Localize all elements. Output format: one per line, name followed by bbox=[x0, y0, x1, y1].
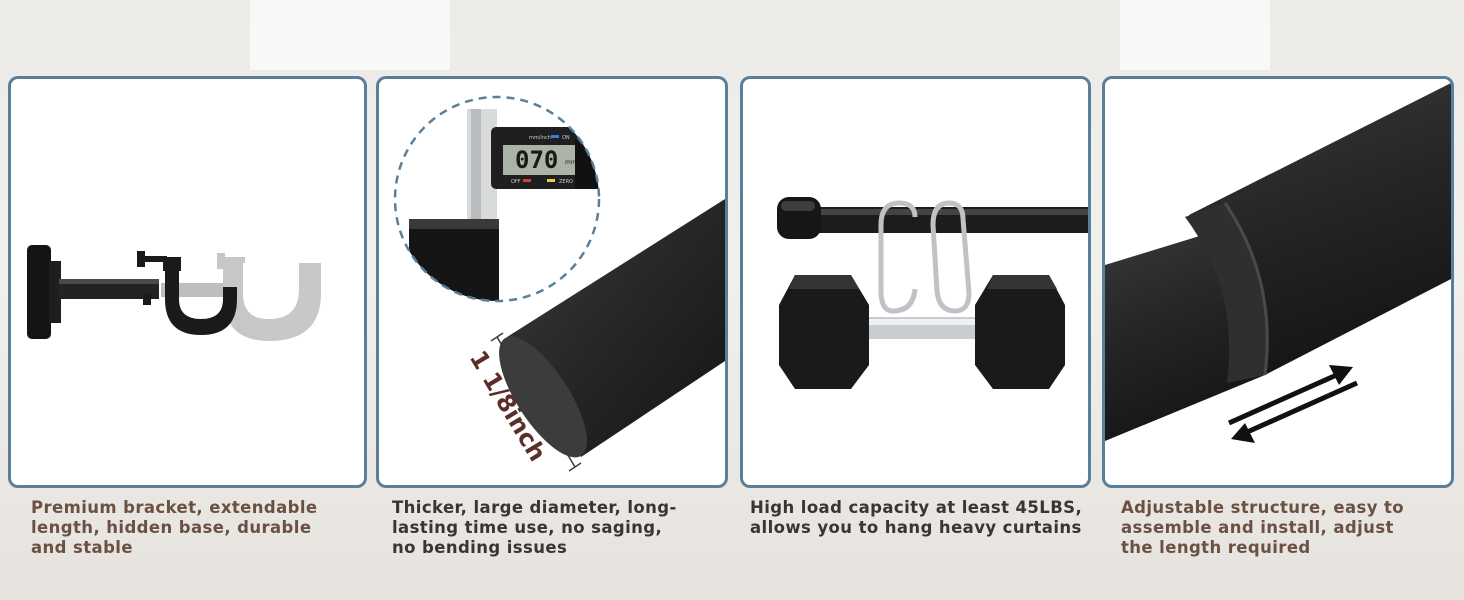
panel-adjustable bbox=[1102, 76, 1454, 488]
caption-diameter: Thicker, large diameter, long- lasting t… bbox=[392, 498, 677, 557]
background-window-right bbox=[1120, 0, 1270, 70]
dumbbell-head-right bbox=[975, 275, 1065, 389]
bracket-illustration bbox=[27, 245, 321, 341]
zoom-circle bbox=[393, 95, 601, 303]
off-button bbox=[523, 179, 531, 182]
bracket-hook bbox=[165, 261, 237, 335]
bracket-base-plate bbox=[27, 245, 51, 339]
s-hook-left bbox=[878, 200, 918, 314]
svg-text:070: 070 bbox=[515, 146, 558, 174]
panel-bracket bbox=[8, 76, 367, 488]
zero-button bbox=[547, 179, 555, 182]
svg-text:mm: mm bbox=[565, 159, 577, 166]
load-illustration bbox=[777, 197, 1088, 389]
unit-button bbox=[551, 135, 559, 138]
dimension-line bbox=[496, 336, 576, 468]
background-window-left bbox=[250, 0, 450, 70]
caption-bracket: Premium bracket, extendable length, hidd… bbox=[31, 498, 318, 557]
dumbbell-head-left bbox=[779, 275, 869, 389]
panel-diameter: 1 1/8inch 070 mm mm/inch ON OFF ZERO bbox=[376, 76, 728, 488]
panel-load bbox=[740, 76, 1091, 488]
caliper-zoom: 070 mm mm/inch ON OFF ZERO bbox=[395, 97, 599, 301]
adjustable-illustration bbox=[1105, 83, 1451, 443]
svg-text:ZERO: ZERO bbox=[559, 179, 573, 185]
caption-load: High load capacity at least 45LBS, allow… bbox=[750, 498, 1083, 537]
caliper-display bbox=[503, 145, 575, 175]
svg-text:ON: ON bbox=[562, 135, 570, 141]
svg-text:mm/inch: mm/inch bbox=[529, 135, 551, 141]
adjust-arrows-icon bbox=[1227, 365, 1359, 443]
bracket-extended-ghost bbox=[161, 253, 321, 341]
diameter-illustration: 1 1/8inch 070 mm mm/inch ON OFF ZERO bbox=[393, 95, 725, 472]
s-hook-right bbox=[930, 200, 966, 314]
svg-text:OFF: OFF bbox=[511, 179, 521, 185]
caption-adjustable: Adjustable structure, easy to assemble a… bbox=[1121, 498, 1405, 557]
adjust-collar bbox=[1185, 203, 1268, 383]
